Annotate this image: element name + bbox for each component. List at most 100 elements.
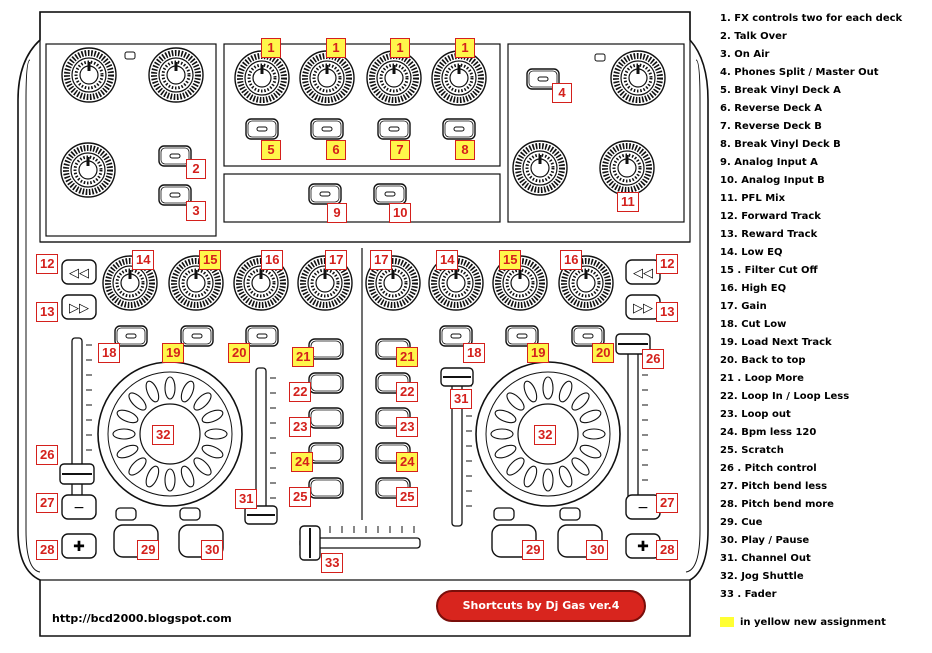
reward-track-a-button[interactable] xyxy=(61,294,97,320)
jog-segment xyxy=(494,409,517,424)
jog-segment xyxy=(145,465,160,488)
callout-22: 22 xyxy=(396,382,419,402)
callout-26: 26 xyxy=(642,349,665,369)
forward-track-a-button[interactable] xyxy=(61,259,97,285)
knob-icon[interactable] xyxy=(61,143,115,197)
jog-wheel-a[interactable] xyxy=(97,361,243,507)
knob-icon[interactable] xyxy=(611,51,665,105)
analog-input-a-button[interactable] xyxy=(308,183,342,205)
callout-29: 29 xyxy=(522,540,545,560)
break-vinyl-b-button[interactable] xyxy=(442,118,476,140)
legend-item: 30. Play / Pause xyxy=(720,535,810,546)
fx-knob-icon[interactable] xyxy=(367,51,421,105)
callout-32: 32 xyxy=(534,425,557,445)
led-indicator xyxy=(594,53,606,62)
legend-item: 28. Pitch bend more xyxy=(720,499,834,510)
knob-icon[interactable] xyxy=(513,141,567,195)
legend-item: 33 . Fader xyxy=(720,589,777,600)
legend-item: 31. Channel Out xyxy=(720,553,811,564)
callout-23: 23 xyxy=(289,417,312,437)
jog-segment xyxy=(164,468,176,492)
bpm-less-a-button[interactable] xyxy=(308,442,344,464)
legend-item: 10. Analog Input B xyxy=(720,175,825,186)
jog-segment xyxy=(579,409,602,424)
legend-item: 14. Low EQ xyxy=(720,247,783,258)
callout-13: 13 xyxy=(36,302,59,322)
fx-knob-icon[interactable] xyxy=(432,51,486,105)
analog-input-b-button[interactable] xyxy=(373,183,407,205)
callout-20: 20 xyxy=(592,343,615,363)
loop-in-a-button[interactable] xyxy=(308,372,344,394)
legend-note-text: in yellow new assignment xyxy=(740,617,886,628)
legend-item: 1. FX controls two for each deck xyxy=(720,13,903,24)
jog-wheel-b[interactable] xyxy=(475,361,621,507)
callout-1: 1 xyxy=(261,38,281,58)
legend-item: 26 . Pitch control xyxy=(720,463,817,474)
callout-13: 13 xyxy=(656,302,679,322)
callout-26: 26 xyxy=(36,445,59,465)
plus-icon: ✚ xyxy=(637,539,649,555)
jog-segment xyxy=(193,392,212,411)
jog-segment xyxy=(523,380,538,403)
pfl-mix-knob-icon[interactable] xyxy=(600,141,654,195)
legend-item: 24. Bpm less 120 xyxy=(720,427,817,438)
jog-segment xyxy=(145,380,160,403)
led-indicator xyxy=(493,507,515,521)
scratch-a-button[interactable] xyxy=(308,477,344,499)
jog-segment xyxy=(490,428,514,440)
channel-fader-a[interactable] xyxy=(244,367,278,525)
callout-1: 1 xyxy=(390,38,410,58)
callout-12: 12 xyxy=(656,254,679,274)
reverse-b-button[interactable] xyxy=(377,118,411,140)
pitch-bend-less-a-button[interactable] xyxy=(61,494,97,520)
legend-item: 4. Phones Split / Master Out xyxy=(720,67,879,78)
load-next-a-button[interactable] xyxy=(180,325,214,347)
jog-segment xyxy=(571,457,590,476)
jog-segment xyxy=(180,465,195,488)
callout-18: 18 xyxy=(463,343,486,363)
channel-fader-b[interactable] xyxy=(440,367,474,527)
loop-out-a-button[interactable] xyxy=(308,407,344,429)
jog-segment xyxy=(542,376,554,400)
jog-segment xyxy=(579,444,602,459)
legend-item: 6. Reverse Deck A xyxy=(720,103,823,114)
fx-knob-icon[interactable] xyxy=(300,51,354,105)
callout-21: 21 xyxy=(396,347,419,367)
callout-19: 19 xyxy=(162,343,185,363)
callout-3: 3 xyxy=(186,201,206,221)
led-indicator xyxy=(179,507,201,521)
callout-25: 25 xyxy=(396,487,419,507)
callout-1: 1 xyxy=(326,38,346,58)
break-vinyl-a-button[interactable] xyxy=(245,118,279,140)
callout-15: 15 xyxy=(199,250,222,270)
callout-10: 10 xyxy=(389,203,412,223)
callout-19: 19 xyxy=(527,343,550,363)
jog-segment xyxy=(112,428,136,440)
callout-15: 15 xyxy=(499,250,522,270)
callout-30: 30 xyxy=(586,540,609,560)
knob-icon[interactable] xyxy=(149,48,203,102)
callout-32: 32 xyxy=(152,425,175,445)
jog-segment xyxy=(180,380,195,403)
callout-11: 11 xyxy=(617,192,639,212)
pitch-bend-more-a-button[interactable] xyxy=(61,533,97,559)
crossfader[interactable] xyxy=(299,525,421,561)
pitch-slider-b[interactable] xyxy=(615,333,651,519)
back-to-top-a-button[interactable] xyxy=(245,325,279,347)
callout-1: 1 xyxy=(455,38,475,58)
jog-segment xyxy=(506,392,525,411)
legend-item: 11. PFL Mix xyxy=(720,193,786,204)
legend-item: 18. Cut Low xyxy=(720,319,787,330)
pitch-slider-a[interactable] xyxy=(59,337,95,519)
minus-icon: − xyxy=(73,500,85,516)
blog-url[interactable]: http://bcd2000.blogspot.com xyxy=(52,612,232,625)
fx-knob-icon[interactable] xyxy=(235,51,289,105)
reverse-a-button[interactable] xyxy=(310,118,344,140)
track-nav-buttons: ◁◁ ▷▷ ◁◁ ▷▷ xyxy=(61,259,661,320)
jog-segment xyxy=(128,392,147,411)
callout-27: 27 xyxy=(36,493,59,513)
knob-icon[interactable] xyxy=(62,48,116,102)
jog-segment xyxy=(582,428,606,440)
legend-item: 8. Break Vinyl Deck B xyxy=(720,139,841,150)
